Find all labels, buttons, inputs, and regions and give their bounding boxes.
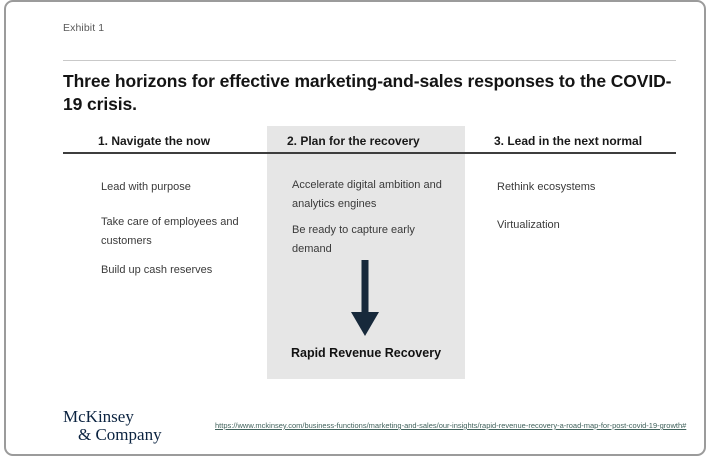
list-item: Rethink ecosystems: [497, 181, 596, 193]
exhibit-label: Exhibit 1: [63, 22, 105, 34]
list-item: Take care of employees and customers: [101, 216, 239, 247]
slide-card: Exhibit 1 Three horizons for effective m…: [4, 0, 706, 456]
outcome-label: Rapid Revenue Recovery: [290, 346, 442, 360]
column-header-plan-for-recovery: 2. Plan for the recovery: [287, 134, 420, 148]
source-url-link[interactable]: https://www.mckinsey.com/business-functi…: [215, 421, 687, 430]
list-item: Be ready to capture early demand: [292, 224, 415, 255]
mckinsey-logo: McKinsey & Company: [63, 408, 162, 444]
list-item: Build up cash reserves: [101, 264, 213, 276]
logo-line1: McKinsey: [63, 407, 134, 426]
column-header-lead-next-normal: 3. Lead in the next normal: [494, 134, 643, 148]
header-divider: [63, 152, 676, 154]
list-item: Accelerate digital ambition and analytic…: [292, 179, 442, 210]
list-item: Virtualization: [497, 219, 560, 231]
recovery-highlight-box: [267, 126, 465, 379]
top-divider: [63, 60, 676, 61]
slide-title: Three horizons for effective marketing-a…: [63, 71, 672, 114]
logo-line2: & Company: [78, 425, 162, 444]
column-header-navigate-the-now: 1. Navigate the now: [98, 134, 211, 148]
down-arrow-icon: [351, 260, 379, 336]
list-item: Lead with purpose: [101, 181, 191, 193]
